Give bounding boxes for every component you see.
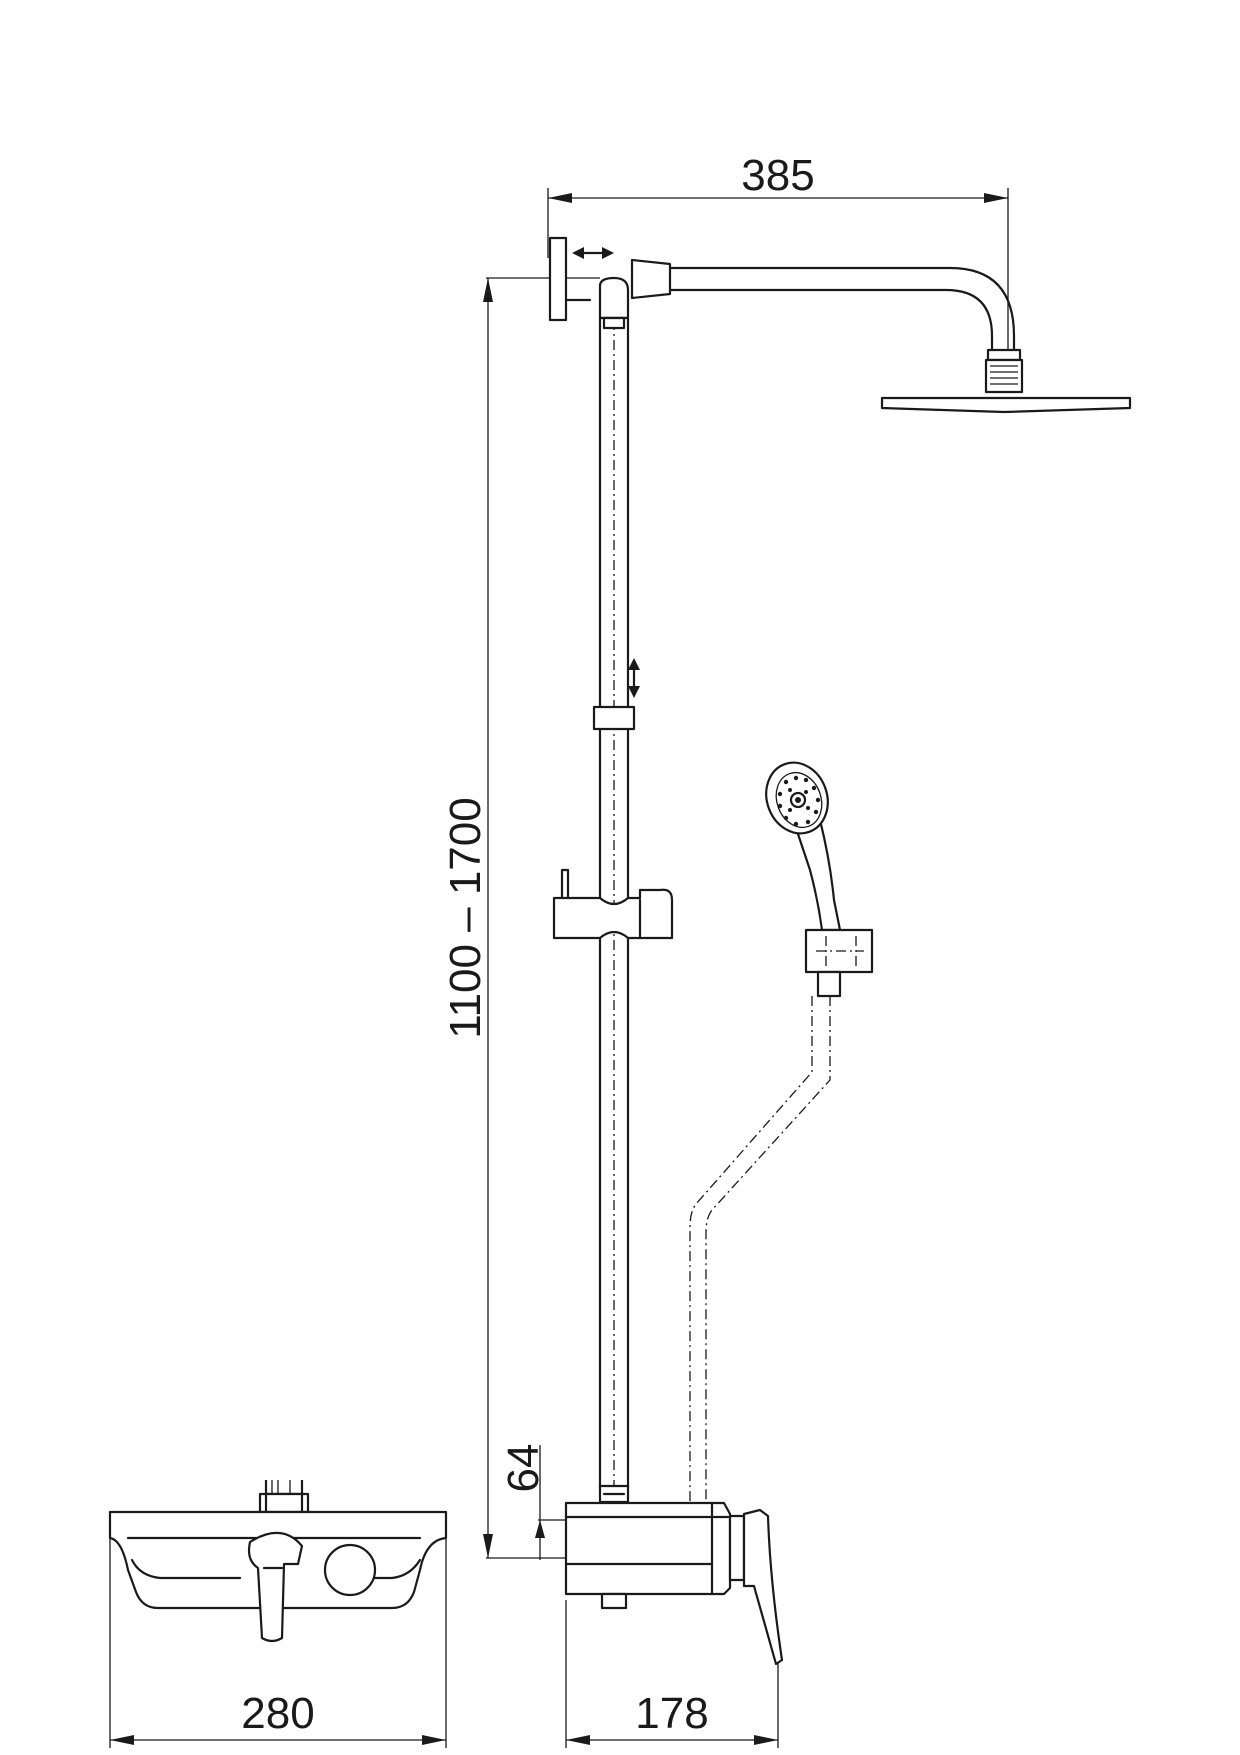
- hand-shower-holder: [552, 868, 674, 940]
- dimension-label-178: 178: [635, 1689, 708, 1738]
- diverter-knob: [323, 1543, 377, 1597]
- hand-shower: [765, 761, 874, 998]
- arm-connector: [630, 258, 672, 300]
- mixer-lever-front: [247, 1531, 304, 1643]
- dimension-label-280: 280: [241, 1689, 314, 1738]
- wall-bracket-plate: [548, 236, 568, 322]
- mixer-side-view: [564, 1501, 784, 1666]
- rail-slider-ring: [592, 705, 636, 731]
- dimension-label-1100-1700: 1100 – 1700: [441, 797, 490, 1038]
- shower-arm-top: [668, 266, 1016, 352]
- dimension-mixer-depth: 178: [565, 1600, 779, 1748]
- shower-hose: [607, 996, 831, 1593]
- mixer-outlet: [600, 1592, 628, 1610]
- dimension-label-64: 64: [499, 1444, 548, 1493]
- horizontal-adjust-arrow-icon: [572, 247, 614, 259]
- spray-nozzles: [777, 775, 821, 827]
- dimension-arm-reach: 385: [547, 151, 1009, 360]
- riser-rail: [552, 316, 674, 1504]
- shower-head-nut: [984, 358, 1024, 394]
- shower-arm-bottom: [668, 288, 994, 352]
- mixer-lever-side: [742, 1508, 784, 1666]
- mixer-top-nut: [258, 1492, 310, 1514]
- dimension-rail-height: 1100 – 1700: [441, 277, 600, 1559]
- dimension-label-385: 385: [741, 151, 814, 200]
- mixer-body-side: [564, 1501, 732, 1596]
- rain-shower-head: [880, 396, 1132, 414]
- vertical-adjust-arrow-icon: [628, 658, 640, 698]
- rail-top-elbow: [598, 276, 630, 320]
- dimension-mixer-width: 280: [109, 1520, 447, 1748]
- overhead-shower-assembly: [548, 236, 1132, 414]
- mixer-front-view: [108, 1480, 448, 1643]
- hand-shower-handle: [792, 818, 842, 932]
